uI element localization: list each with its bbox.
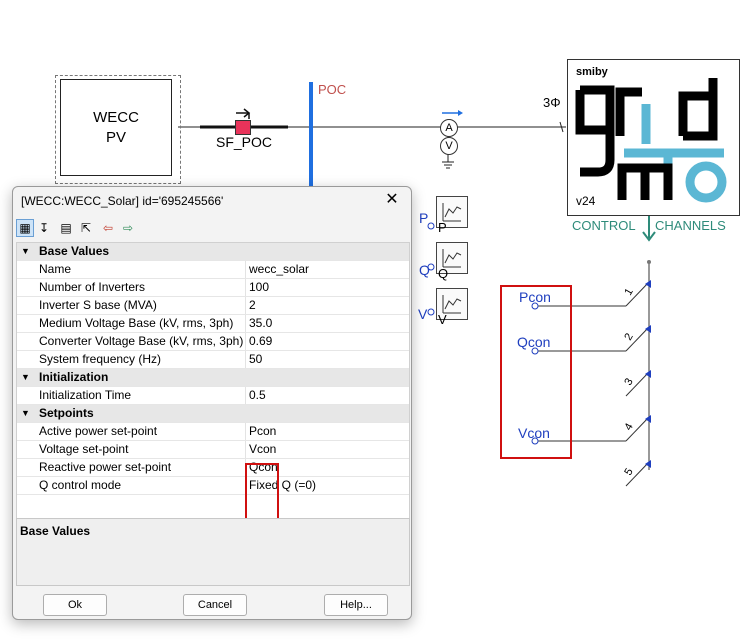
control-signals-highlight xyxy=(500,285,572,459)
channels-label: CHANNELS xyxy=(655,218,726,233)
properties-icon[interactable]: ▤ xyxy=(60,221,72,235)
collapse-icon[interactable]: ▼ xyxy=(21,246,30,256)
property-value[interactable]: 100 xyxy=(249,280,270,294)
property-row[interactable]: Name wecc_solar xyxy=(17,261,409,279)
property-value[interactable]: 2 xyxy=(249,298,256,312)
property-value[interactable]: Pcon xyxy=(249,424,277,438)
category-setpoints[interactable]: ▼ Setpoints xyxy=(17,405,409,423)
qcon-label: Qcon xyxy=(517,334,551,350)
dialog-title: [WECC:WECC_Solar] id='695245566' xyxy=(21,194,224,208)
ammeter-icon[interactable]: A xyxy=(440,119,458,137)
qcon-port[interactable] xyxy=(531,347,539,355)
breaker-label: SF_POC xyxy=(216,134,273,150)
property-name: System frequency (Hz) xyxy=(39,352,162,366)
channel-taps xyxy=(625,281,650,487)
channel-markers xyxy=(645,280,651,468)
property-value[interactable]: wecc_solar xyxy=(249,262,310,276)
category-initialization[interactable]: ▼ Initialization xyxy=(17,369,409,387)
poc-label: POC xyxy=(318,82,347,97)
help-button[interactable]: Help... xyxy=(324,594,388,616)
properties-dialog: [WECC:WECC_Solar] id='695245566' ✕ ▦ ↧ ▤… xyxy=(12,186,412,620)
property-value[interactable]: Vcon xyxy=(249,442,277,456)
property-row[interactable]: Voltage set-point Vcon xyxy=(17,441,409,459)
property-grid: ▼ Base Values Name wecc_solar Number of I… xyxy=(16,242,410,519)
breaker-icon[interactable] xyxy=(235,120,251,135)
vcon-port[interactable] xyxy=(531,437,539,445)
category-label: Setpoints xyxy=(39,406,94,420)
import-icon[interactable]: ⇦ xyxy=(102,221,114,235)
gridmo-block[interactable]: smiby v24 xyxy=(567,59,740,216)
export-icon[interactable]: ⇱ xyxy=(80,221,92,235)
property-row[interactable]: Active power set-point Pcon xyxy=(17,423,409,441)
collapse-icon[interactable]: ▼ xyxy=(21,408,30,418)
property-row[interactable]: Initialization Time 0.5 xyxy=(17,387,409,405)
property-row[interactable]: Q control mode Fixed Q (=0) xyxy=(17,477,409,495)
voltmeter-icon[interactable]: V xyxy=(440,137,458,155)
property-name: Initialization Time xyxy=(39,388,132,402)
pcon-port[interactable] xyxy=(531,302,539,310)
ok-button[interactable]: Ok xyxy=(43,594,107,616)
category-label: Base Values xyxy=(39,244,110,258)
meter-v-label: V xyxy=(438,312,447,327)
wecc-pv-line2: PV xyxy=(105,128,126,146)
property-row[interactable]: Medium Voltage Base (kV, rms, 3ph) 35.0 xyxy=(17,315,409,333)
property-name: Converter Voltage Base (kV, rms, 3ph) xyxy=(39,334,244,348)
phase-label: 3Φ xyxy=(543,95,561,110)
control-label: CONTROL xyxy=(572,218,636,233)
voltmeter-label: V xyxy=(445,140,453,152)
property-name: Medium Voltage Base (kV, rms, 3ph) xyxy=(39,316,234,330)
pcon-label: Pcon xyxy=(519,289,551,305)
property-row[interactable]: System frequency (Hz) 50 xyxy=(17,351,409,369)
sort-alphabetical-icon[interactable]: ↧ xyxy=(38,221,50,235)
property-row[interactable]: Converter Voltage Base (kV, rms, 3ph) 0.6… xyxy=(17,333,409,351)
control-arrow-icon xyxy=(642,214,656,242)
description-panel: Base Values xyxy=(16,518,410,586)
gridmo-brand: smiby xyxy=(576,66,608,78)
gridmo-logo-icon xyxy=(575,78,727,203)
meter-p-signal: P xyxy=(419,210,429,226)
property-name: Number of Inverters xyxy=(39,280,146,294)
cancel-button[interactable]: Cancel xyxy=(183,594,247,616)
property-value[interactable]: 50 xyxy=(249,352,263,366)
property-value[interactable]: 0.5 xyxy=(249,388,266,402)
refresh-icon[interactable]: ⇨ xyxy=(122,221,134,235)
vcon-label: Vcon xyxy=(518,425,550,441)
meter-v-signal: V xyxy=(418,306,428,322)
gridmo-version: v24 xyxy=(576,194,596,208)
meter-q-icon[interactable] xyxy=(436,242,468,274)
meter-p-label: P xyxy=(438,220,447,235)
property-name: Reactive power set-point xyxy=(39,460,172,474)
meter-q-label: Q xyxy=(438,266,449,281)
ammeter-label: A xyxy=(445,122,453,134)
property-row[interactable]: Number of Inverters 100 xyxy=(17,279,409,297)
category-label: Initialization xyxy=(39,370,109,384)
property-value[interactable]: 35.0 xyxy=(249,316,273,330)
breaker-arrow-icon xyxy=(236,108,251,119)
property-value[interactable]: 0.69 xyxy=(249,334,273,348)
meter-q-signal: Q xyxy=(419,262,430,278)
category-base-values[interactable]: ▼ Base Values xyxy=(17,243,409,261)
wecc-pv-block[interactable]: WECC PV xyxy=(60,79,172,176)
property-value[interactable]: Fixed Q (=0) xyxy=(249,478,317,492)
collapse-icon[interactable]: ▼ xyxy=(21,372,30,382)
property-name: Q control mode xyxy=(39,478,122,492)
property-row[interactable]: Inverter S base (MVA) 2 xyxy=(17,297,409,315)
close-icon[interactable]: ✕ xyxy=(385,191,399,208)
current-direction-icon xyxy=(442,110,463,116)
property-name: Inverter S base (MVA) xyxy=(39,298,157,312)
meter-v-icon[interactable] xyxy=(436,288,468,320)
property-name: Name xyxy=(39,262,72,276)
description-title: Base Values xyxy=(20,524,91,538)
wecc-pv-selection xyxy=(55,75,181,184)
property-name: Voltage set-point xyxy=(39,442,129,456)
setpoint-values-highlight xyxy=(245,463,279,518)
property-name: Active power set-point xyxy=(39,424,158,438)
meter-p-icon[interactable] xyxy=(436,196,468,228)
categorized-view-icon[interactable]: ▦ xyxy=(16,219,34,237)
wecc-pv-line1: WECC xyxy=(93,108,139,126)
